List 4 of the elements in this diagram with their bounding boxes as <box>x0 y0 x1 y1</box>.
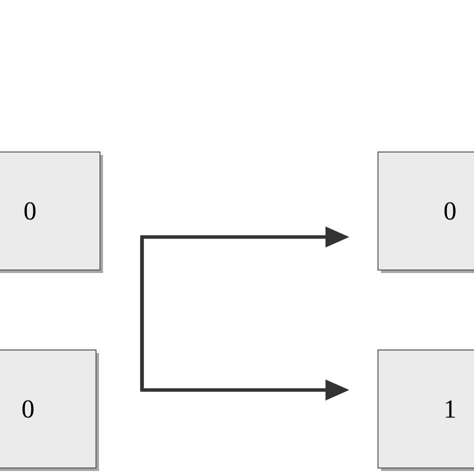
number-box: 0 <box>0 152 103 273</box>
number-box: 0 <box>0 350 99 471</box>
number-box: 0 <box>378 152 474 273</box>
number-box: 1 <box>378 350 474 471</box>
